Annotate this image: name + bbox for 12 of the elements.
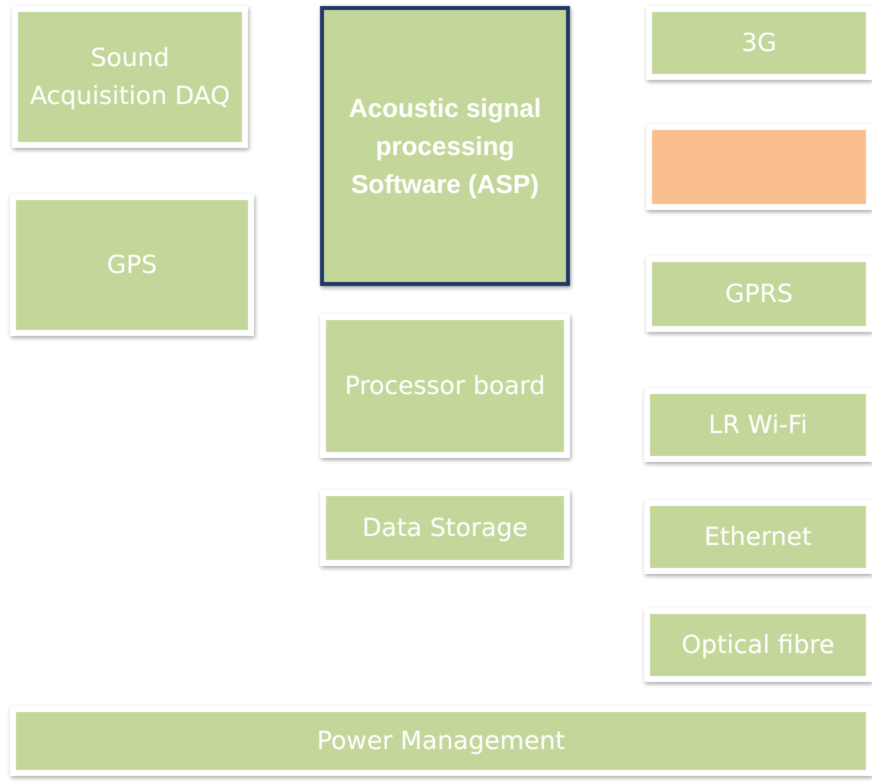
module-label: Power Management	[316, 725, 566, 757]
module-label: Sound Acquisition DAQ	[28, 42, 232, 112]
module-label: Processor board	[344, 370, 546, 402]
module-label: LR Wi-Fi	[708, 409, 808, 441]
module-label: Data Storage	[361, 512, 529, 544]
module-label: Ethernet	[703, 521, 813, 553]
module-box	[320, 6, 570, 286]
module-label: GPS	[106, 249, 158, 281]
module-label: GPRS	[724, 278, 794, 310]
module-label: Optical fibre	[680, 629, 836, 661]
module-label: 3G	[740, 27, 778, 59]
module-label: Acoustic signal processing Software (ASP)	[348, 92, 542, 201]
